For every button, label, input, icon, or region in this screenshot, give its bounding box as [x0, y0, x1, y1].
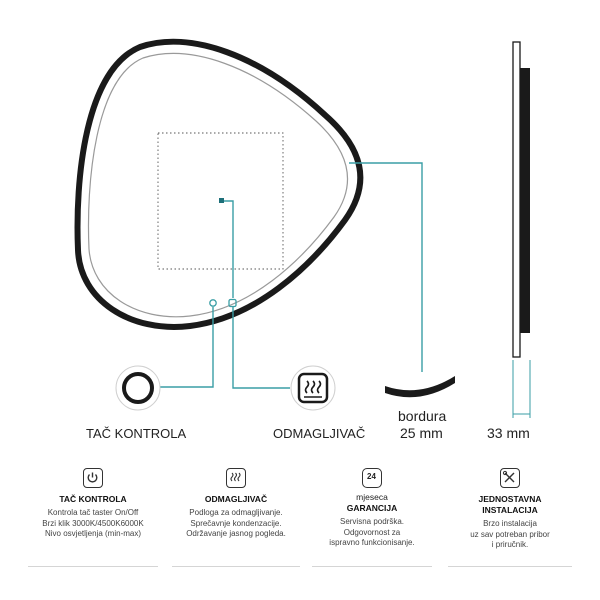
touch-control-icon — [115, 365, 161, 411]
frame-cross-section — [385, 376, 455, 398]
feature-title-line: JEDNOSTAVNA — [478, 494, 542, 504]
feature-line: Održavanje jasnog pogleda. — [186, 529, 286, 538]
tools-icon — [500, 468, 520, 488]
divider — [312, 566, 432, 567]
feature-warranty: 24 mjeseca GARANCIJA Servisna podrška. O… — [312, 468, 432, 549]
feature-description: Podloga za odmagljivanje. Sprečavnje kon… — [172, 508, 300, 540]
mirror-diagram — [74, 38, 531, 418]
touch-control-label: TAČ KONTROLA — [86, 426, 187, 441]
divider — [448, 566, 572, 567]
defog-button-dot — [228, 298, 237, 308]
feature-pretitle: mjeseca — [356, 492, 388, 502]
defogger-label: ODMAGLJIVAČ — [273, 426, 366, 441]
divider — [28, 566, 158, 567]
defogger-pad-marker — [219, 198, 224, 203]
feature-line: Servisna podrška. — [339, 517, 405, 526]
feature-line: Brzi klik 3000K/4500K6000K — [42, 518, 144, 528]
feature-line: i priručnik. — [491, 540, 529, 549]
feature-defogger: ODMAGLJIVAČ Podloga za odmagljivanje. Sp… — [172, 468, 300, 540]
feature-description: Servisna podrška. Odgovornost za ispravn… — [312, 517, 432, 549]
feature-touch-control: TAČ KONTROLA Kontrola tač taster On/Off … — [28, 468, 158, 540]
feature-line: Brzo instalacija — [483, 519, 537, 528]
defogger-pad-leader — [222, 200, 234, 298]
feature-line: ispravno funkcionisanje. — [329, 538, 415, 547]
power-icon — [83, 468, 103, 488]
feature-line: Sprečavnje kondenzacije. — [190, 518, 282, 528]
defog-icon — [226, 468, 246, 488]
feature-line: uz sav potreban pribor — [470, 529, 550, 539]
defogger-pad-area — [157, 132, 284, 270]
feature-installation: JEDNOSTAVNA INSTALACIJA Brzo instalacija… — [448, 468, 572, 551]
feature-description: Kontrola tač taster On/Off Brzi klik 300… — [28, 508, 158, 540]
side-profile-panel — [512, 41, 521, 358]
feature-title: GARANCIJA — [346, 503, 398, 513]
warranty-icon-text: 24 — [367, 472, 376, 481]
feature-line: Nivo osvjetljenja (min-max) — [44, 529, 142, 538]
feature-title: JEDNOSTAVNA INSTALACIJA — [448, 494, 572, 516]
side-profile-body — [520, 68, 530, 333]
touch-leader — [158, 307, 214, 388]
defogger-callout-icon — [290, 365, 336, 411]
touch-button-dot — [209, 299, 217, 307]
feature-title-line: INSTALACIJA — [482, 505, 538, 515]
divider — [172, 566, 300, 567]
mirror-led-edge — [87, 52, 348, 318]
feature-title: ODMAGLJIVAČ — [204, 494, 268, 504]
feature-line: Odgovornost za — [343, 527, 401, 537]
feature-line: Podloga za odmagljivanje. — [189, 508, 283, 517]
feature-title: TAČ KONTROLA — [59, 494, 127, 504]
feature-description: Brzo instalacija uz sav potreban pribor … — [448, 519, 572, 551]
frame-label: bordura — [398, 408, 447, 424]
frame-value: 25 mm — [400, 425, 443, 441]
feature-line: Kontrola tač taster On/Off — [47, 508, 139, 517]
frame-leader — [349, 162, 423, 372]
warranty-24-icon: 24 — [362, 468, 382, 488]
depth-value: 33 mm — [487, 425, 530, 441]
defog-leader — [232, 307, 290, 389]
mirror-frame — [74, 38, 364, 330]
